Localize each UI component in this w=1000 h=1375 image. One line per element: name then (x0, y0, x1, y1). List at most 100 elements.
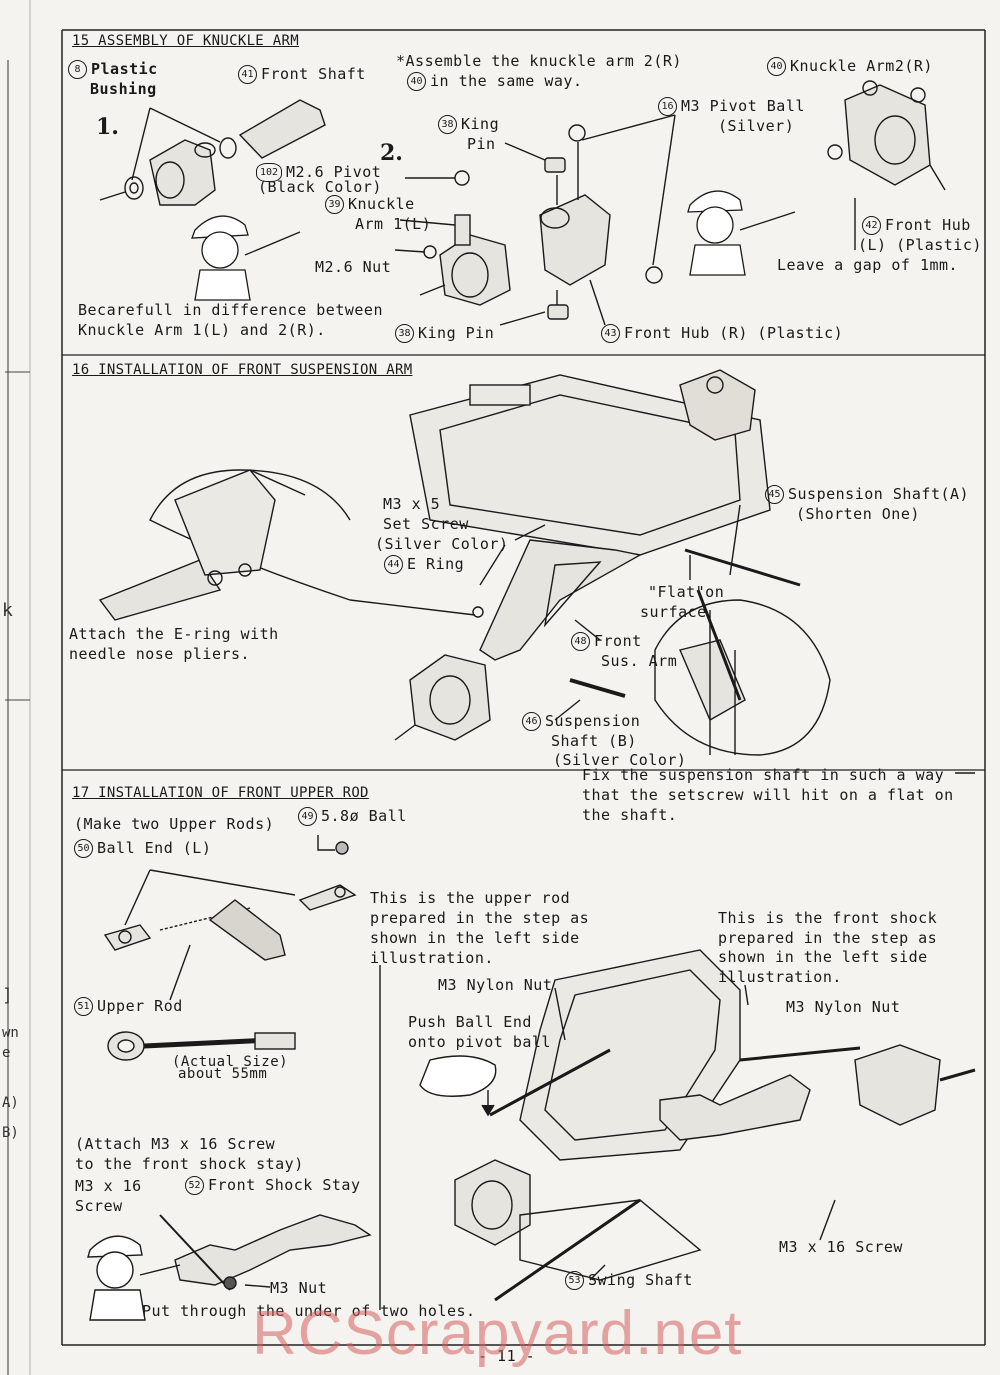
part-number-41: 41 (238, 65, 257, 84)
m3-nut-label: M3 Nut (270, 1279, 328, 1297)
part-number-44: 44 (384, 555, 403, 574)
m3-nylon-nut-right-label: M3 Nylon Nut (786, 998, 901, 1016)
shock-note-1: This is the front shock (718, 909, 938, 927)
section-17-title: 17 INSTALLATION OF FRONT UPPER ROD (72, 785, 369, 801)
plastic-bushing-label-2: Bushing (90, 80, 157, 98)
set-screw-label: M3 x 5 (383, 495, 441, 513)
part-number-50: 50 (74, 839, 93, 858)
careful-note-line-1: Becarefull in difference between (78, 301, 383, 319)
attach-e-ring-note: Attach the E-ring with (69, 625, 279, 643)
suspension-shaft-b-label-2: Shaft (B) (551, 732, 637, 750)
part-number-51: 51 (74, 997, 93, 1016)
suspension-shaft-a-note: (Shorten One) (796, 505, 920, 523)
shock-note-3: shown in the left side (718, 948, 928, 966)
section-15-title: 15 ASSEMBLY OF KNUCKLE ARM (72, 33, 299, 49)
step-1-marker: 1. (96, 114, 119, 140)
m26-pivot-color: (Black Color) (258, 178, 382, 196)
suspension-shaft-b-color: (Silver Color) (553, 751, 687, 769)
part-number-38b: 38 (395, 324, 414, 343)
attach-e-ring-note-2: needle nose pliers. (69, 645, 251, 663)
step-2-marker: 2. (380, 140, 403, 166)
page-number: - 11 - (478, 1347, 536, 1365)
front-hub-l-label-2: (L) (Plastic) (858, 236, 982, 254)
actual-size-label: (Actual Size) (172, 1054, 289, 1070)
m3-nylon-nut-left-label: M3 Nylon Nut (438, 976, 553, 994)
careful-note-line-2: Knuckle Arm 1(L) and 2(R). (78, 321, 326, 339)
m3x16-screw-right-label: M3 x 16 Screw (779, 1238, 903, 1256)
attach-screw-note-1: (Attach M3 x 16 Screw (75, 1135, 276, 1153)
fix-shaft-note-3: the shaft. (582, 806, 678, 824)
part-number-8: 8 (68, 60, 87, 79)
fix-shaft-note-1: Fix the suspension shaft in such a way (582, 766, 945, 784)
front-sus-arm-label-2: Sus. Arm (601, 652, 678, 670)
part-number-16: 16 (658, 97, 677, 116)
part-number-38a: 38 (438, 115, 457, 134)
margin-fragment-bracket: ] (2, 985, 13, 1006)
actual-size-length: about 55mm (178, 1066, 268, 1082)
m3x16-screw-label: M3 x 16 (75, 1177, 142, 1195)
margin-fragment-wn: wn (2, 1025, 19, 1041)
make-two-rods-note: (Make two Upper Rods) (74, 815, 275, 833)
part-number-39: 39 (325, 195, 344, 214)
section-16-title: 16 INSTALLATION OF FRONT SUSPENSION ARM (72, 362, 413, 378)
part-number-43: 43 (601, 324, 620, 343)
fix-shaft-note-2: that the setscrew will hit on a flat on (582, 786, 954, 804)
watermark: RCScrapyard.net (252, 1299, 743, 1368)
attach-screw-note-2: to the front shock stay) (75, 1155, 304, 1173)
set-screw-label-2: Set Screw (383, 515, 469, 533)
part-number-48: 48 (571, 632, 590, 651)
shock-note-4: illustration. (718, 968, 842, 986)
put-through-note: Put through the under of two holes. (142, 1302, 476, 1320)
upper-rod-note-2: prepared in the step as (370, 909, 590, 927)
shock-note-2: prepared in the step as (718, 929, 938, 947)
leave-gap-note: Leave a gap of 1mm. (777, 256, 959, 274)
upper-rod-note-3: shown in the left side (370, 929, 580, 947)
m3-pivot-ball-color: (Silver) (718, 117, 795, 135)
upper-rod-note-1: This is the upper rod (370, 889, 571, 907)
part-number-53: 53 (565, 1271, 584, 1290)
part-number-46: 46 (522, 712, 541, 731)
knuckle-arm1-label-2: Arm 1(L) (355, 215, 432, 233)
m3x16-screw-label-2: Screw (75, 1197, 123, 1215)
part-number-49: 49 (298, 807, 317, 826)
margin-fragment-e: e (2, 1045, 11, 1061)
margin-fragment-a: A) (2, 1095, 19, 1111)
part-number-40b: 40 (767, 57, 786, 76)
part-number-42: 42 (862, 216, 881, 235)
margin-fragment-b: B) (2, 1125, 19, 1141)
push-ball-end-note: Push Ball End (408, 1013, 532, 1031)
flat-surface-label: "Flat"on (648, 583, 725, 601)
upper-rod-note-4: illustration. (370, 949, 494, 967)
m26-nut-label: M2.6 Nut (315, 258, 392, 276)
flat-surface-label-2: surface (640, 603, 707, 621)
part-number-45: 45 (765, 485, 784, 504)
part-number-40a: 40 (407, 72, 426, 91)
assemble-note-line-1: *Assemble the knuckle arm 2(R) (396, 52, 682, 70)
push-ball-end-note-2: onto pivot ball (408, 1033, 551, 1051)
part-number-102: 102 (256, 163, 282, 182)
